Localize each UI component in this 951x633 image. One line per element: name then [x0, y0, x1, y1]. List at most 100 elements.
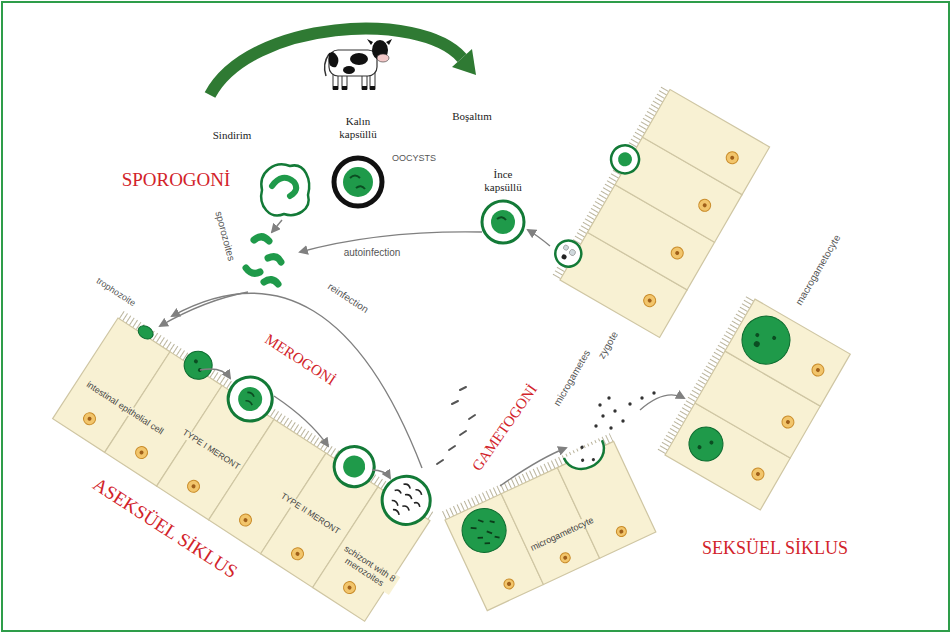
- merozoite: [395, 489, 402, 495]
- oocyst-sporozoite: [497, 217, 506, 220]
- schizont: [373, 467, 439, 533]
- merozoite: [403, 483, 411, 489]
- nucleolus: [702, 203, 707, 208]
- trophozoite: [136, 323, 156, 342]
- arrow-label: autoinfection: [344, 247, 401, 259]
- nucleolus: [506, 581, 511, 586]
- asexual-epithelium: [53, 295, 446, 622]
- gamete-granule: [709, 440, 714, 445]
- cell-nucleus: [810, 362, 826, 378]
- calf-hoof: [370, 86, 375, 90]
- schizont-merozoites: [385, 479, 427, 522]
- oocyst-wall: [334, 158, 382, 206]
- host-cycle-arrowhead: [452, 49, 476, 75]
- oocyst-content: [343, 167, 373, 197]
- gamete-granule: [755, 332, 760, 337]
- meront-nucleus: [193, 359, 199, 365]
- nucleolus: [139, 450, 145, 456]
- oocyst-content: [615, 150, 634, 169]
- oocyst-label: Kalın kapsüllü: [329, 115, 387, 140]
- microgamete: [640, 396, 643, 399]
- microgamete-nucleus: [478, 536, 483, 540]
- zygote-nucleus: [561, 254, 568, 261]
- cell-nucleus: [642, 292, 658, 308]
- merozoite: [415, 489, 423, 495]
- microgametocyte: [455, 501, 513, 559]
- microgamete: [652, 391, 655, 394]
- phase-title: MEROGONİ: [261, 331, 338, 389]
- gametogony-arrow: [500, 448, 566, 486]
- oocyst-release-arrow: [528, 230, 550, 246]
- microgamete: [598, 403, 601, 406]
- stage-label: microgametes: [551, 348, 592, 408]
- merozoite: [391, 499, 399, 505]
- microgamete: [581, 458, 585, 462]
- calf-tail: [325, 54, 329, 76]
- microgamete-nucleus: [490, 520, 495, 524]
- merogony-arrow: [274, 396, 328, 446]
- nucleolus: [755, 471, 760, 476]
- microgametes-swarm: [594, 391, 655, 429]
- microgamete: [594, 424, 597, 427]
- nucleolus: [563, 555, 568, 560]
- oocyst-epithelium: [544, 80, 770, 338]
- nucleolus: [347, 585, 353, 591]
- nucleolus: [815, 367, 820, 372]
- nucleolus: [295, 551, 301, 557]
- microgamete: [609, 426, 612, 429]
- gamete-granule: [697, 444, 702, 449]
- cell-nucleus: [81, 410, 98, 427]
- phase-title: SPOROGONİ: [122, 169, 231, 191]
- sporozoite: [246, 268, 260, 273]
- microgamete-nucleus: [471, 526, 477, 531]
- calf-ear: [367, 39, 373, 45]
- microgamete: [580, 445, 584, 449]
- released-merozoites: [437, 387, 475, 464]
- cell-nucleus: [133, 444, 150, 461]
- merozoite: [469, 415, 475, 419]
- oocyst-wall: [482, 201, 524, 243]
- nucleolus: [729, 155, 734, 160]
- cell-nucleus: [341, 579, 358, 596]
- cell-nucleus: [780, 414, 796, 430]
- sporozoite: [264, 279, 278, 284]
- merogony-arrow: [372, 470, 390, 478]
- microgamete-nucleus: [485, 541, 490, 545]
- merozoite: [449, 446, 455, 450]
- macrogametocyte: [733, 307, 799, 373]
- calf-hoof: [362, 86, 367, 90]
- nucleolus: [619, 529, 624, 534]
- nucleolus: [674, 250, 679, 255]
- microgamete: [621, 419, 624, 422]
- developing-oocyst: [606, 140, 644, 178]
- oocyst-heading: OOCYSTS: [392, 153, 436, 163]
- cell-nucleus: [559, 551, 572, 564]
- oocyst-sporozoite: [350, 176, 365, 190]
- meront-content: [339, 451, 369, 481]
- microgamete: [628, 402, 631, 405]
- excystation-arrow: [272, 220, 282, 232]
- cell-nucleus: [502, 577, 515, 590]
- calf-icon: [325, 39, 392, 90]
- cycle-title: SEKSÜEL SİKLUS: [702, 538, 848, 559]
- thin-walled-oocyst: [482, 201, 524, 243]
- fertilisation-arrow: [640, 395, 684, 410]
- sporozoites: [246, 237, 281, 284]
- cell-nucleus: [669, 245, 685, 261]
- gamete-nucleus: [753, 340, 761, 348]
- merozoite: [243, 391, 257, 405]
- type-one-meront: [220, 369, 281, 430]
- zygote: [551, 236, 587, 272]
- host-step-label: Sindirim: [213, 129, 252, 142]
- reinfection-arrow: [172, 293, 422, 468]
- nucleolus: [647, 298, 652, 303]
- oocyst-content: [491, 210, 515, 234]
- gamete-granule: [771, 335, 776, 340]
- sporulating-oocyst: [261, 164, 309, 215]
- sporozoite-inside: [272, 178, 296, 196]
- ruptured-microgametocyte: [564, 440, 610, 475]
- microgamete-nucleus: [495, 535, 500, 539]
- stage-label: macrogametocyte: [793, 233, 843, 308]
